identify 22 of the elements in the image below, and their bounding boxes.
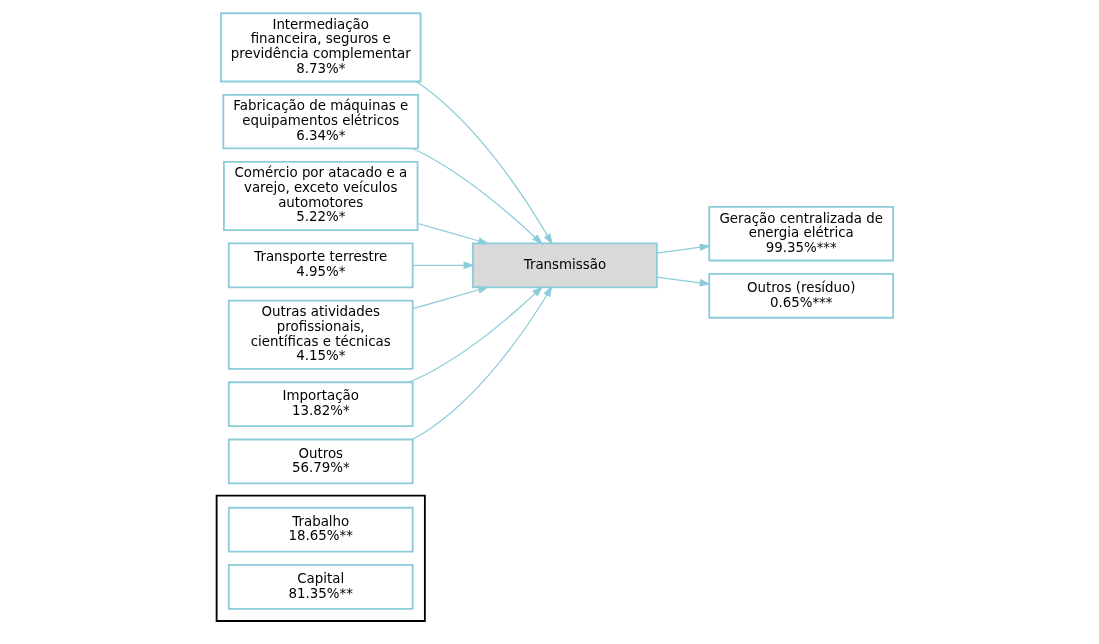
- node-box: Outras atividades profissionais, científicas e técnicas 4.15%*: [227, 299, 414, 370]
- cluster: [215, 494, 426, 622]
- arrow: [410, 285, 552, 441]
- node-box: Intermediação financeira, seguros e previdência complementar 8.73%*: [219, 12, 421, 83]
- node-box: Transmissão: [471, 242, 658, 289]
- node-box: Comércio por atacado e a varejo, exceto veículos automotores 5.22%*: [222, 160, 418, 231]
- node-box: Outros (resíduo) 0.65%***: [707, 273, 894, 319]
- arrow: [655, 243, 711, 254]
- arrow: [416, 222, 489, 245]
- arrow: [415, 81, 553, 245]
- node-box: Importação 13.82%*: [227, 381, 414, 428]
- arrow: [655, 276, 711, 287]
- arrow: [411, 147, 543, 245]
- arrow: [411, 261, 475, 270]
- node-box: Outros 56.79%*: [227, 438, 414, 485]
- node-box: Transporte terrestre 4.95%*: [227, 242, 414, 289]
- arrow: [407, 286, 543, 383]
- arrow: [411, 286, 489, 310]
- node-box: Geração centralizada de energia elétrica 99.35%***: [707, 206, 894, 262]
- node-box: Fabricação de máquinas e equipamentos elétricos 6.34%*: [221, 93, 419, 150]
- node-box: Capital 81.35%**: [227, 564, 414, 610]
- node-box: Trabalho 18.65%**: [227, 506, 414, 553]
